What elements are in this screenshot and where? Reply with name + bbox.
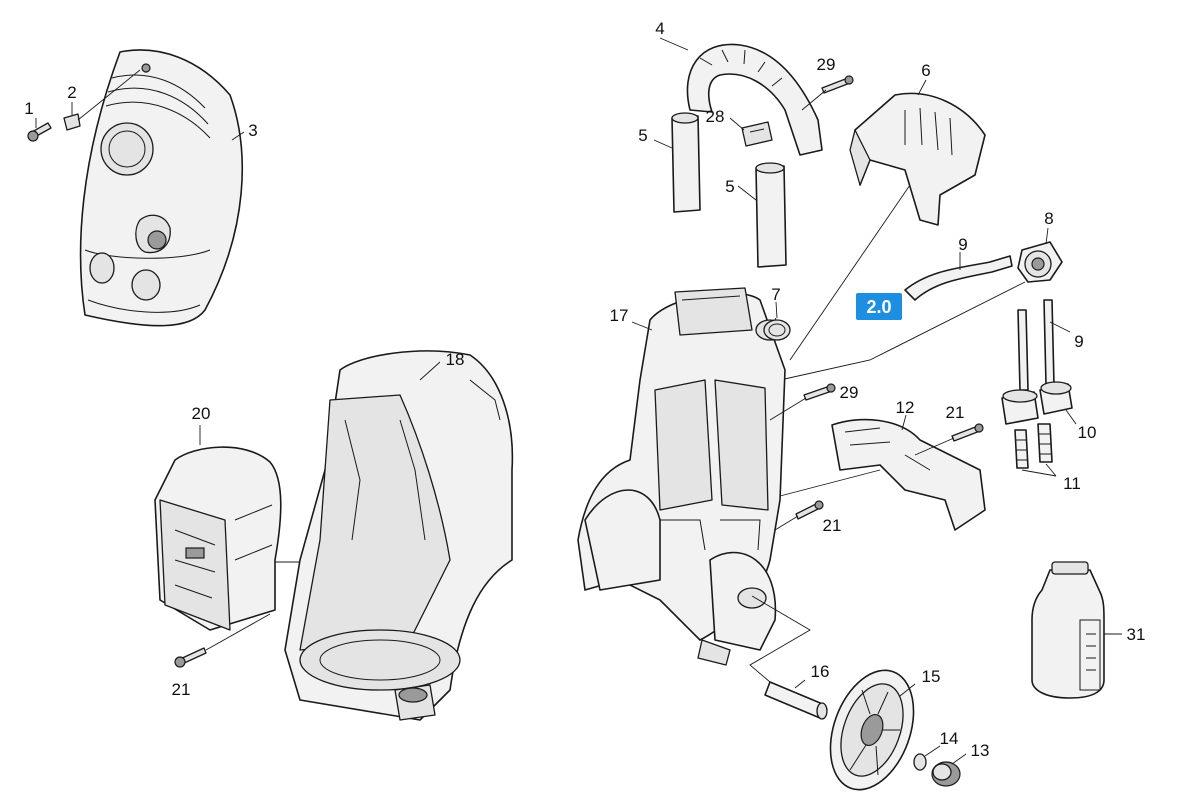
screw-part-29-top[interactable] (821, 75, 854, 94)
callout-6: 6 (921, 61, 930, 80)
callout-3: 3 (248, 121, 257, 140)
wheel-part-15[interactable] (815, 659, 929, 802)
callout-8: 8 (1044, 209, 1053, 228)
hose-part-9-upper[interactable] (904, 255, 1013, 301)
motor-housing-part-20[interactable] (154, 446, 282, 631)
callout-5-lower: 5 (725, 177, 734, 196)
detergent-bottle-part-31[interactable] (1031, 561, 1105, 699)
callout-1: 1 (24, 99, 33, 118)
filters-part-11[interactable] (1014, 423, 1053, 469)
handle-part-4[interactable] (686, 43, 823, 156)
callout-11: 11 (1063, 474, 1081, 493)
callout-28: 28 (706, 107, 725, 126)
callout-4: 4 (655, 19, 664, 38)
callout-20: 20 (192, 404, 211, 423)
callout-14: 14 (940, 729, 959, 748)
cap-part-13[interactable] (931, 761, 961, 787)
screw-part-21-left[interactable] (174, 647, 207, 668)
callout-15: 15 (922, 667, 941, 686)
callout-7: 7 (771, 285, 780, 304)
callout-18: 18 (446, 350, 465, 369)
callout-13: 13 (971, 741, 990, 760)
screw-part-21-right-lower[interactable] (795, 500, 824, 520)
tube-part-5-lower[interactable] (755, 162, 787, 268)
callout-17: 17 (610, 306, 629, 325)
callout-5-upper: 5 (638, 126, 647, 145)
front-cover-part-3[interactable] (79, 49, 244, 327)
caps-part-10[interactable] (1001, 381, 1073, 425)
callout-12: 12 (896, 398, 915, 417)
clip-part-2[interactable] (63, 113, 81, 131)
clip-part-28[interactable] (741, 121, 773, 147)
callout-29-top: 29 (817, 55, 836, 74)
reference-badge[interactable]: 2.0 (856, 293, 902, 320)
callout-31: 31 (1127, 625, 1146, 644)
callout-21-right-upper: 21 (946, 403, 965, 422)
callout-21-left: 21 (172, 680, 191, 699)
callout-16: 16 (811, 662, 830, 681)
screw-part-1[interactable] (27, 122, 52, 142)
callout-10: 10 (1078, 423, 1097, 442)
hose-part-9-pair[interactable] (1017, 299, 1055, 391)
rear-housing-part-18[interactable] (284, 350, 514, 721)
callout-9-upper: 9 (958, 235, 967, 254)
badge-label: 2.0 (866, 297, 891, 317)
screw-part-29-middle[interactable] (803, 383, 836, 401)
connector-part-8[interactable] (1017, 241, 1063, 283)
tube-part-5-upper[interactable] (671, 112, 701, 213)
screw-part-21-right-upper[interactable] (951, 423, 984, 442)
main-frame-part-17[interactable] (577, 287, 786, 666)
ring-part-7[interactable] (763, 319, 791, 341)
axle-part-16[interactable] (764, 681, 828, 720)
guard-part-12[interactable] (831, 418, 986, 531)
accessory-holder-part-6[interactable] (849, 92, 986, 226)
callout-29-middle: 29 (840, 383, 859, 402)
callout-21-right-lower: 21 (823, 516, 842, 535)
washer-part-14[interactable] (913, 753, 927, 771)
callout-9-lower: 9 (1074, 332, 1083, 351)
callout-2: 2 (67, 83, 76, 102)
